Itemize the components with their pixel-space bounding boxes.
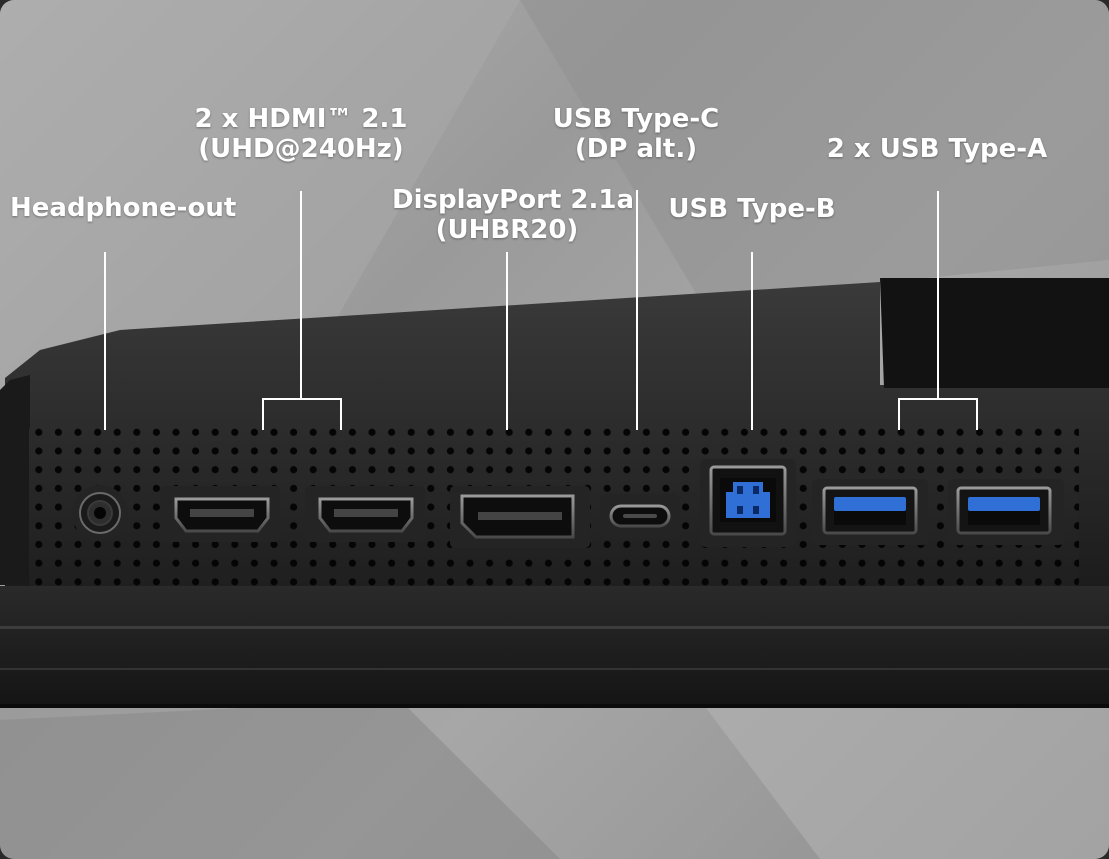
callout-bracket-hdmi-left (262, 398, 264, 430)
callout-bracket-usb-a (898, 398, 978, 400)
callout-bracket-hdmi (262, 398, 342, 400)
callout-line-displayport (506, 252, 508, 430)
label-hdmi: 2 x HDMI™ 2.1 (UHD@240Hz) (190, 104, 412, 164)
usb-b-port-icon (709, 465, 787, 536)
usb-c-port-icon (609, 504, 671, 528)
label-displayport: DisplayPort 2.1a (UHBR20) (392, 185, 635, 245)
bg-facet (0, 700, 560, 859)
base-shadow (0, 704, 1109, 708)
base-edge (0, 668, 1109, 670)
bg-facet (520, 0, 1109, 300)
callout-bracket-hdmi-right (340, 398, 342, 430)
label-hdmi-line2: (UHD@240Hz) (198, 134, 404, 164)
label-usb-b: USB Type-B (662, 194, 842, 224)
label-displayport-line2: (UHBR20) (435, 215, 579, 245)
hdmi-port-1-icon (174, 497, 270, 533)
callout-line-usb-b (751, 252, 753, 430)
usb-a-port-1-icon (822, 486, 918, 535)
label-usb-a: 2 x USB Type-A (820, 134, 1054, 164)
label-headphone-text: Headphone-out (10, 193, 237, 223)
callout-line-usb-a (937, 191, 939, 399)
bg-facet (0, 0, 520, 420)
label-displayport-line1: DisplayPort 2.1a (392, 185, 635, 215)
displayport-port-icon (460, 494, 575, 539)
base-edge (0, 626, 1109, 629)
label-usb-a-text: 2 x USB Type-A (826, 134, 1048, 164)
label-hdmi-line1: 2 x HDMI™ 2.1 (194, 104, 408, 134)
label-headphone-out: Headphone-out (10, 193, 237, 223)
hdmi-port-2-icon (318, 497, 414, 533)
callout-bracket-usb-a-right (976, 398, 978, 430)
callout-line-hdmi (300, 191, 302, 399)
usb-a-port-2-icon (956, 486, 1052, 535)
bg-facet (700, 690, 1109, 859)
monitor-base (0, 586, 1109, 708)
housing-side (0, 375, 30, 585)
callout-line-usb-c (636, 190, 638, 430)
label-usb-c: USB Type-C (DP alt.) (540, 104, 732, 164)
callout-line-headphone (104, 252, 106, 430)
label-usb-c-line2: (DP alt.) (574, 134, 698, 164)
callout-bracket-usb-a-left (898, 398, 900, 430)
housing-step (880, 278, 1109, 388)
headphone-jack-icon (79, 492, 121, 534)
label-usb-c-line1: USB Type-C (552, 104, 720, 134)
label-usb-b-text: USB Type-B (668, 194, 836, 224)
